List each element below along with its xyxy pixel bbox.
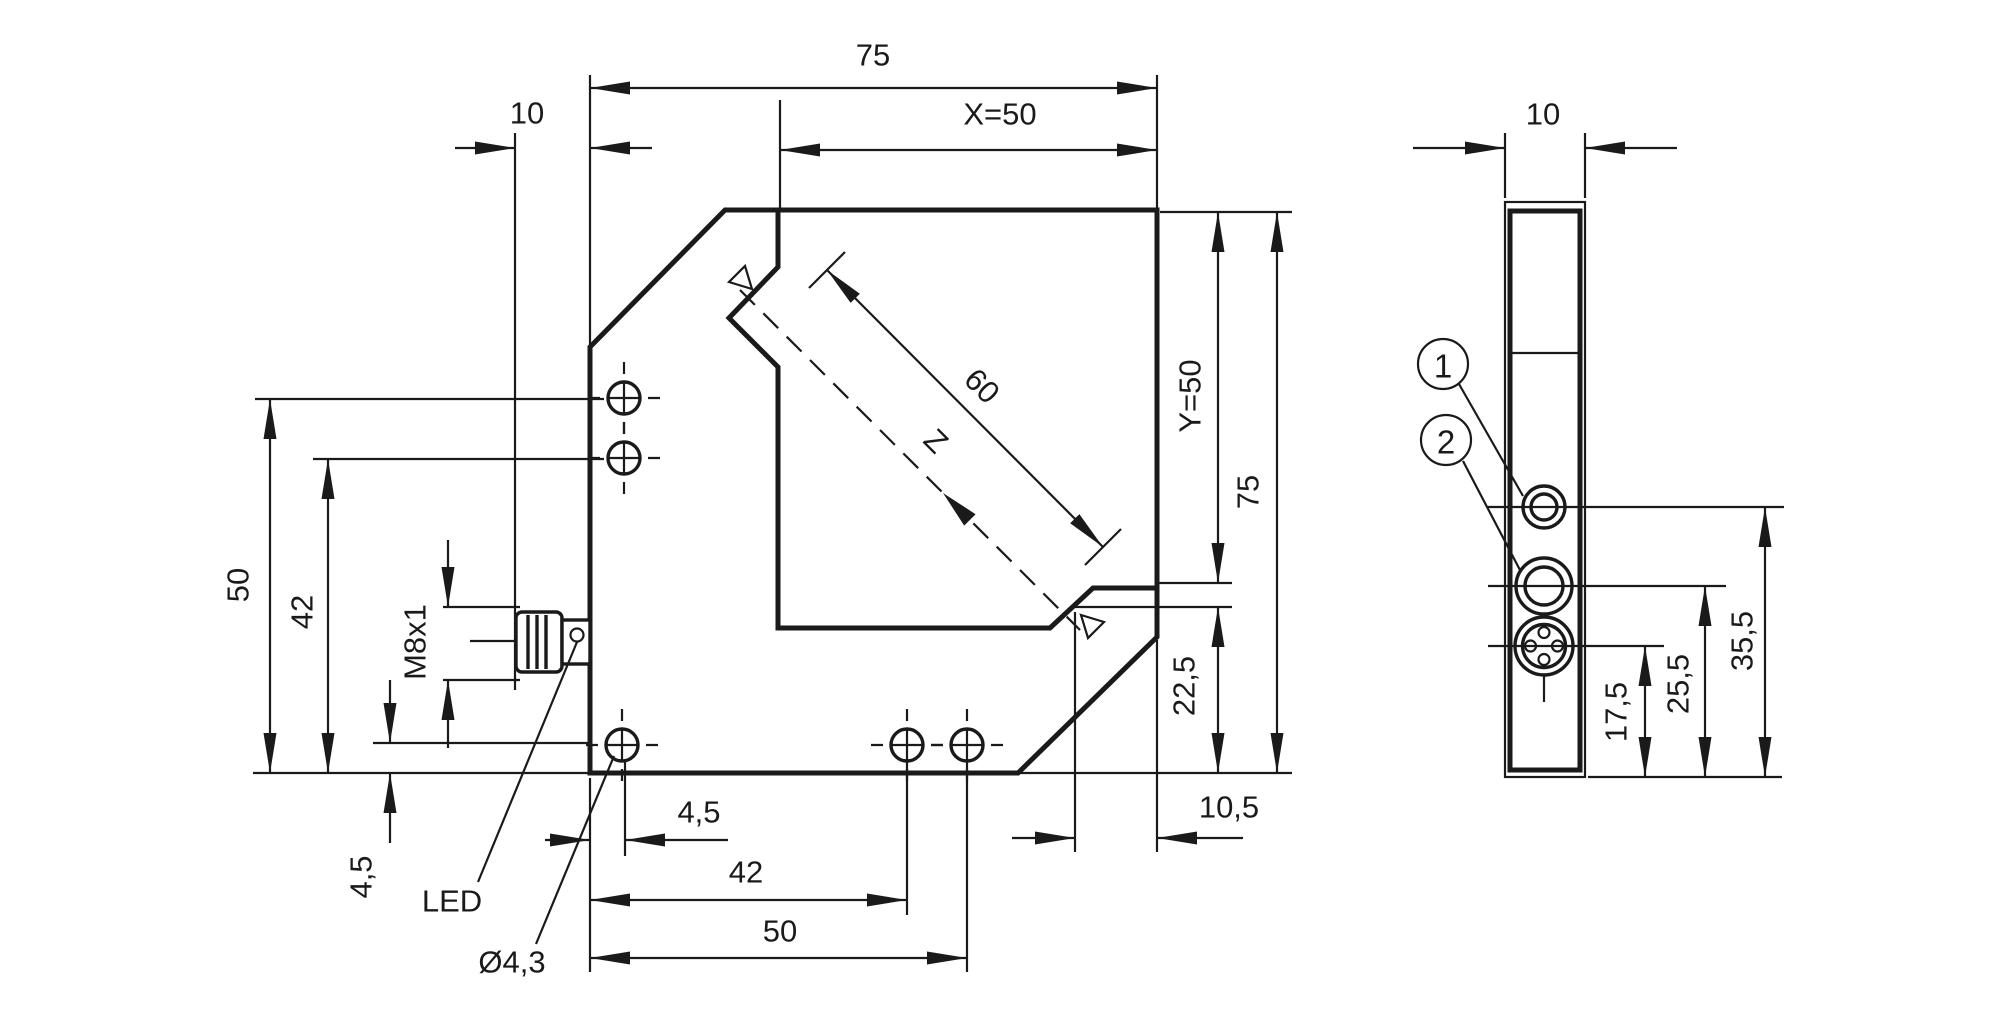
beam-axis-line [739,289,1081,631]
balloon-2-circle [1419,413,1473,467]
optical-axis-marker-exit [1079,613,1107,641]
dim-label-right-height: 75 [1231,475,1266,509]
dim-label-notch-width: 10,5 [1199,790,1259,825]
leader-lines [476,641,616,945]
dim-label-notch-height: 22,5 [1167,656,1202,716]
dim-label-conn-255: 25,5 [1661,654,1696,714]
dim-label-left-42: 42 [285,595,320,629]
dim-slot-length [808,251,1122,566]
m8-connector [470,610,592,674]
mounting-holes [586,362,1003,781]
m8-connector-face [1513,615,1575,702]
dimension-lines-side [1413,141,1772,777]
dim-label-top-width: 75 [856,38,890,73]
hole-dia-leader [534,755,616,945]
balloon-1-leader [1458,383,1524,497]
extension-lines-front [253,75,1292,972]
dim-label-conn-355: 35,5 [1725,611,1760,671]
front-view: 75 10 X=50 60 Z Y=50 75 50 42 M8x1 4,5 L… [221,38,1292,980]
led-label: LED [422,884,482,919]
beam-axis-arrow [943,493,976,526]
light-slot-outline [725,210,1157,631]
dim-label-bottom-50: 50 [763,914,797,949]
dim-label-thread: M8x1 [398,604,433,680]
optical-axis-marker-entry [726,263,754,291]
housing-outline [587,207,1160,776]
extension-lines-side [1503,133,1782,779]
dim-label-bottom-42: 42 [729,855,763,890]
led-indicator [569,627,585,643]
dim-label-slot-length: 60 [957,361,1006,410]
dim-label-hole-edge-v: 4,5 [344,855,379,898]
balloon-callouts: 1 2 [1416,337,1524,573]
dim-label-x-offset: X=50 [963,97,1036,132]
balloon-1-circle [1416,337,1470,391]
dim-label-side-width: 10 [1526,97,1560,132]
led-leader [476,641,579,883]
hole-bottom-left [586,709,658,781]
hole-dia-label: Ø4,3 [478,945,545,980]
dim-label-left-50: 50 [221,568,256,602]
side-connectors [1488,484,1784,702]
dim-label-y-offset: Y=50 [1173,359,1208,432]
dim-label-top-offset: 10 [510,96,544,131]
balloon-2-label: 2 [1437,424,1455,461]
dim-label-hole-edge-h: 4,5 [677,795,720,830]
side-outline-inner [1507,208,1583,773]
dimension-lines-front [263,81,1284,965]
balloon-1-label: 1 [1434,348,1452,385]
side-outline-outer [1503,200,1587,779]
beam-axis-label: Z [917,422,955,460]
side-view: 1 2 10 17,5 25,5 35,5 [1413,97,1784,779]
balloon-2-leader [1462,460,1522,573]
dim-label-conn-175: 17,5 [1599,682,1634,742]
